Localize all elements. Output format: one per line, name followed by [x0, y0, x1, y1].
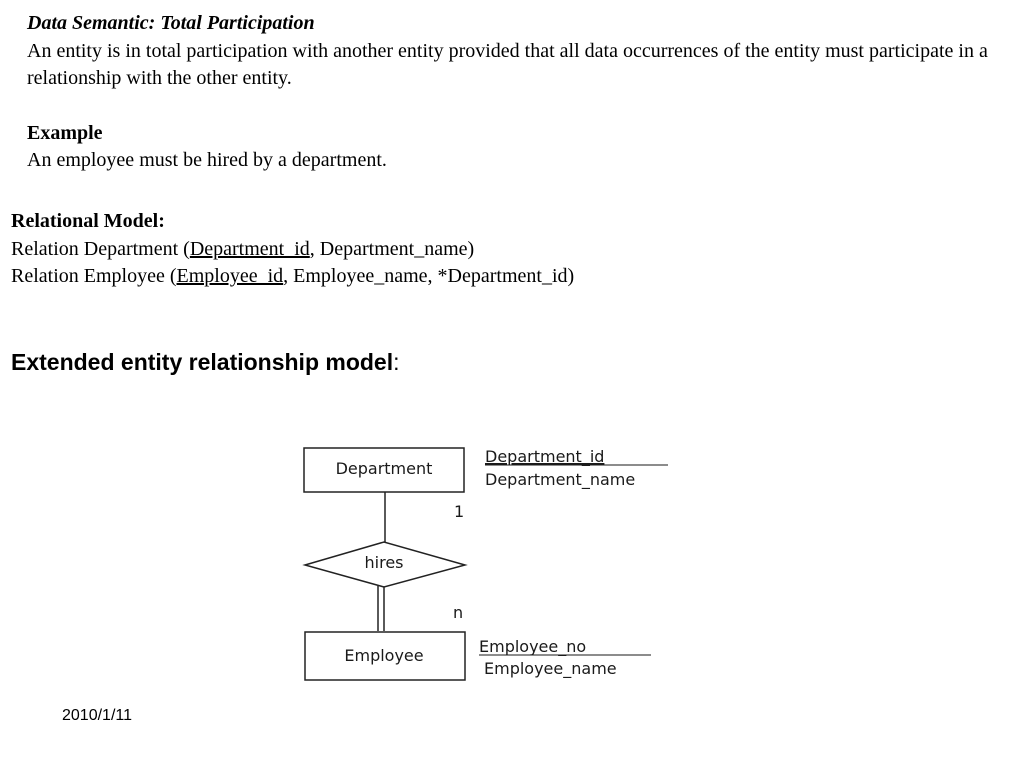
relation-employee-key: Employee_id [176, 265, 284, 287]
definition-body: An entity is in total participation with… [27, 40, 988, 89]
hires-relationship-label: hires [365, 553, 404, 572]
footer-date: 2010/1/11 [62, 707, 132, 724]
relation-department: Relation Department (Department_id, Depa… [11, 236, 474, 263]
er-diagram: Department Department_id Department_name… [302, 447, 668, 681]
relation-employee: Relation Employee (Employee_id, Employee… [11, 263, 574, 290]
eer-heading: Extended entity relationship model: [11, 347, 400, 377]
relation-department-prefix: Relation Department ( [11, 238, 190, 260]
department-key-attribute: Department_id [485, 447, 604, 467]
eer-heading-text: Extended entity relationship model [11, 349, 394, 375]
relation-employee-prefix: Relation Employee ( [11, 265, 177, 287]
hires-relationship-diamond [302, 541, 468, 588]
relation-department-rest: , Department_name) [309, 238, 475, 260]
cardinality-n: n [453, 603, 463, 622]
relation-employee-rest: , Employee_name, *Department_id) [283, 265, 575, 287]
employee-name-attribute: Employee_name [484, 659, 617, 679]
relational-model-heading: Relational Model: [11, 210, 165, 232]
cardinality-one: 1 [454, 502, 464, 521]
employee-entity-label: Employee [344, 646, 423, 665]
definition-title: Data Semantic: Total Participation [27, 12, 315, 34]
example-heading: Example [27, 122, 103, 144]
eer-heading-colon: : [393, 349, 400, 375]
department-entity-label: Department [336, 459, 433, 478]
employee-key-attribute: Employee_no [479, 637, 586, 657]
relation-department-key: Department_id [189, 238, 310, 260]
department-entity-box [303, 447, 465, 493]
employee-entity-box [304, 631, 466, 681]
example-text: An employee must be hired by a departmen… [27, 149, 387, 171]
department-name-attribute: Department_name [485, 470, 635, 490]
